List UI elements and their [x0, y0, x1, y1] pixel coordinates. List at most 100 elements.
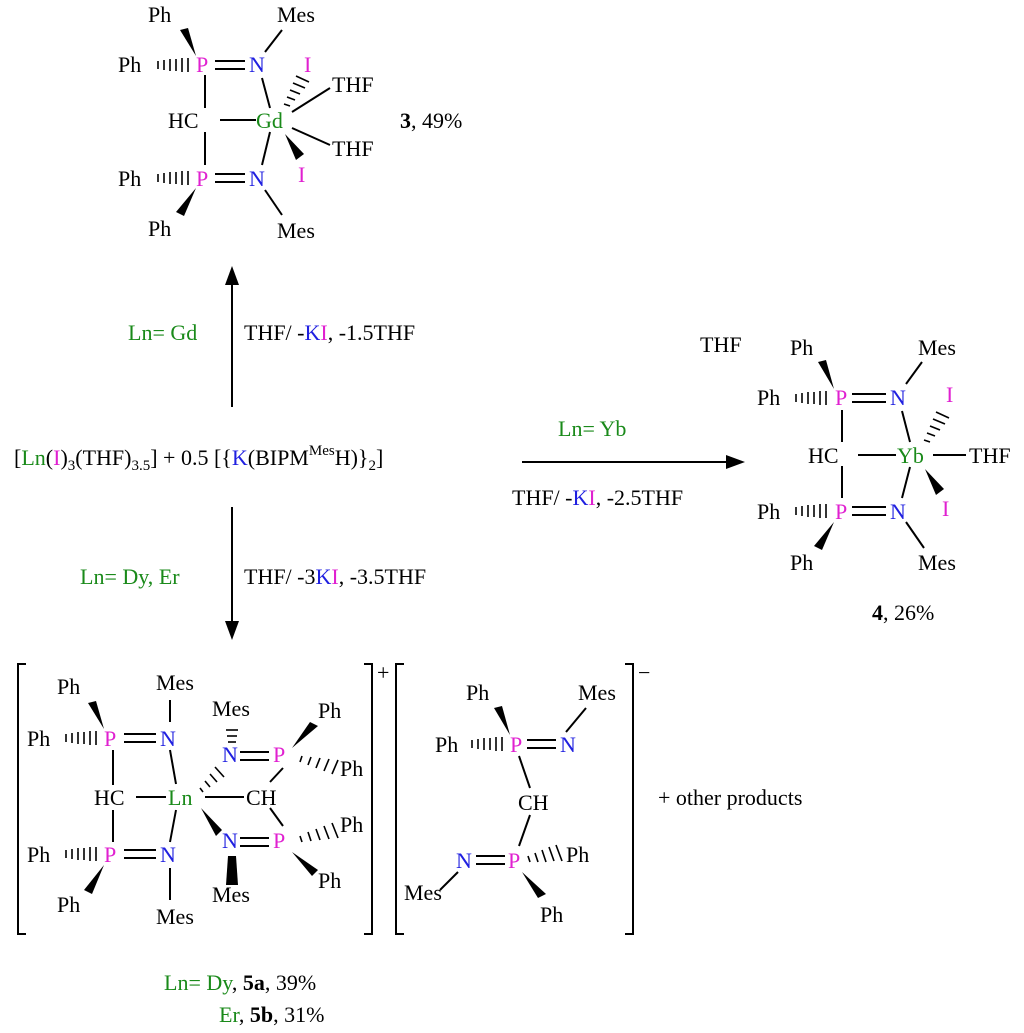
p-atom: P: [196, 166, 208, 191]
n-atom: N: [222, 828, 238, 853]
arrow-to-dy-er: [225, 507, 239, 640]
bond-n2-mes: [264, 189, 283, 216]
hash-yb-i1: [923, 411, 950, 443]
hash-p2-ph: [795, 504, 827, 518]
ph-label: Ph: [790, 335, 813, 360]
ph-label: Ph: [118, 166, 141, 191]
wedge-p-ph: [522, 872, 546, 898]
n-atom: N: [249, 52, 265, 77]
hash-p1-ph: [795, 391, 827, 405]
bond-n1-mes: [264, 29, 283, 53]
mes-label: Mes: [156, 904, 194, 929]
ph-label: Ph: [466, 680, 489, 705]
ph-label: Ph: [318, 698, 341, 723]
bond-gd-n2: [261, 131, 271, 166]
wedge-p1-ph: [88, 701, 104, 729]
n-atom: N: [890, 499, 906, 524]
bond-ch-p: [518, 814, 531, 847]
ph-label: Ph: [757, 385, 780, 410]
ph-label: Ph: [566, 842, 589, 867]
cation-bracket: [17, 663, 373, 935]
wedge-p2-ph: [84, 865, 104, 894]
bond-p3-ch: [269, 767, 284, 783]
thf-ligand: THF: [969, 443, 1011, 468]
arrow-to-yb: [522, 455, 745, 469]
n-atom: N: [160, 842, 176, 867]
hash-p-ph: [527, 844, 563, 863]
ph-label: Ph: [57, 892, 80, 917]
hash-p4-ph: [299, 822, 339, 843]
reagent-gd: THF/ -KI, -1.5THF: [244, 320, 415, 345]
reagent-yb: THF/ -KI, -2.5THF: [512, 485, 683, 510]
hash-p2-ph: [65, 847, 97, 861]
ph-label: Ph: [148, 216, 171, 241]
bond-n2-mes: [905, 521, 925, 549]
mes-label: Mes: [212, 882, 250, 907]
ph-label: Ph: [435, 732, 458, 757]
lattice-thf: THF: [700, 332, 742, 357]
ph-label: Ph: [540, 902, 563, 927]
anion-bracket: [395, 663, 634, 935]
hash-p3-ph: [299, 755, 339, 775]
n-atom: N: [456, 848, 472, 873]
reactants-equation: [Ln(I)3(THF)3.5] + 0.5 [{K(BIPMMesH)}2]: [14, 443, 383, 474]
ph-label: Ph: [118, 52, 141, 77]
p-atom: P: [508, 848, 520, 873]
arrow-to-gd: [225, 266, 239, 407]
ph-label: Ph: [27, 842, 50, 867]
wedge-p3-ph: [292, 722, 318, 748]
wedge-gd-i2: [285, 134, 304, 160]
hash-ln-n3: [199, 766, 225, 793]
p-atom: P: [273, 742, 285, 767]
p-atom: P: [510, 732, 522, 757]
n-atom: N: [222, 742, 238, 767]
n-atom: N: [160, 726, 176, 751]
compound-5a-label: Ln= Dy, 5a, 39%: [164, 970, 316, 995]
mes-label: Mes: [404, 880, 442, 905]
hash-p2-ph: [157, 171, 189, 185]
compound-3-label: 3, 49%: [400, 108, 462, 133]
bond-ln-n2: [169, 809, 177, 843]
reagent-dy-er: THF/ -3KI, -3.5THF: [244, 564, 426, 589]
bond-n1-mes: [905, 361, 923, 385]
metal-yb: Yb: [897, 443, 924, 468]
ph-label: Ph: [757, 499, 780, 524]
p-atom: P: [835, 499, 847, 524]
compound-4-structure: Ph Ph P N Mes I HC Yb THF I Ph P N Ph Me…: [757, 335, 1011, 575]
p-atom: P: [104, 726, 116, 751]
ph-label: Ph: [148, 2, 171, 27]
wedge-p2-ph: [176, 188, 196, 216]
bond-ch-p4: [269, 807, 284, 827]
wedge-p4-ph: [292, 852, 318, 876]
compound-3-structure: Ph Ph P N Mes I THF HC Gd THF I Ph P N P…: [118, 2, 374, 243]
iodine-atom: I: [298, 162, 305, 187]
ph-label: Ph: [27, 726, 50, 751]
hc-atom: HC: [94, 785, 125, 810]
condition-yb: Ln= Yb: [558, 416, 626, 441]
bond-n1-gd: [261, 77, 271, 109]
ch-atom: CH: [246, 785, 277, 810]
ph-label: Ph: [318, 868, 341, 893]
ph-label: Ph: [790, 550, 813, 575]
cation-charge: +: [377, 660, 389, 685]
metal-gd: Gd: [256, 108, 283, 133]
hc-atom: HC: [168, 108, 199, 133]
wedge-p2-ph: [814, 522, 834, 550]
iodine-atom: I: [942, 496, 949, 521]
bond-n-mes: [565, 707, 587, 733]
mes-label: Mes: [212, 696, 250, 721]
thf-ligand: THF: [332, 72, 374, 97]
p-atom: P: [104, 842, 116, 867]
wedge-ln-n4: [201, 808, 222, 836]
wedge-p1-ph: [818, 360, 834, 389]
metal-ln: Ln: [168, 785, 192, 810]
wedge-p-ph: [494, 706, 510, 735]
anion-charge: −: [638, 660, 650, 685]
n-atom: N: [890, 385, 906, 410]
mes-label: Mes: [578, 680, 616, 705]
wedge-p1-ph: [180, 28, 196, 56]
ph-label: Ph: [340, 756, 363, 781]
p-atom: P: [273, 828, 285, 853]
n-atom: N: [249, 166, 265, 191]
other-products: + other products: [658, 785, 802, 810]
